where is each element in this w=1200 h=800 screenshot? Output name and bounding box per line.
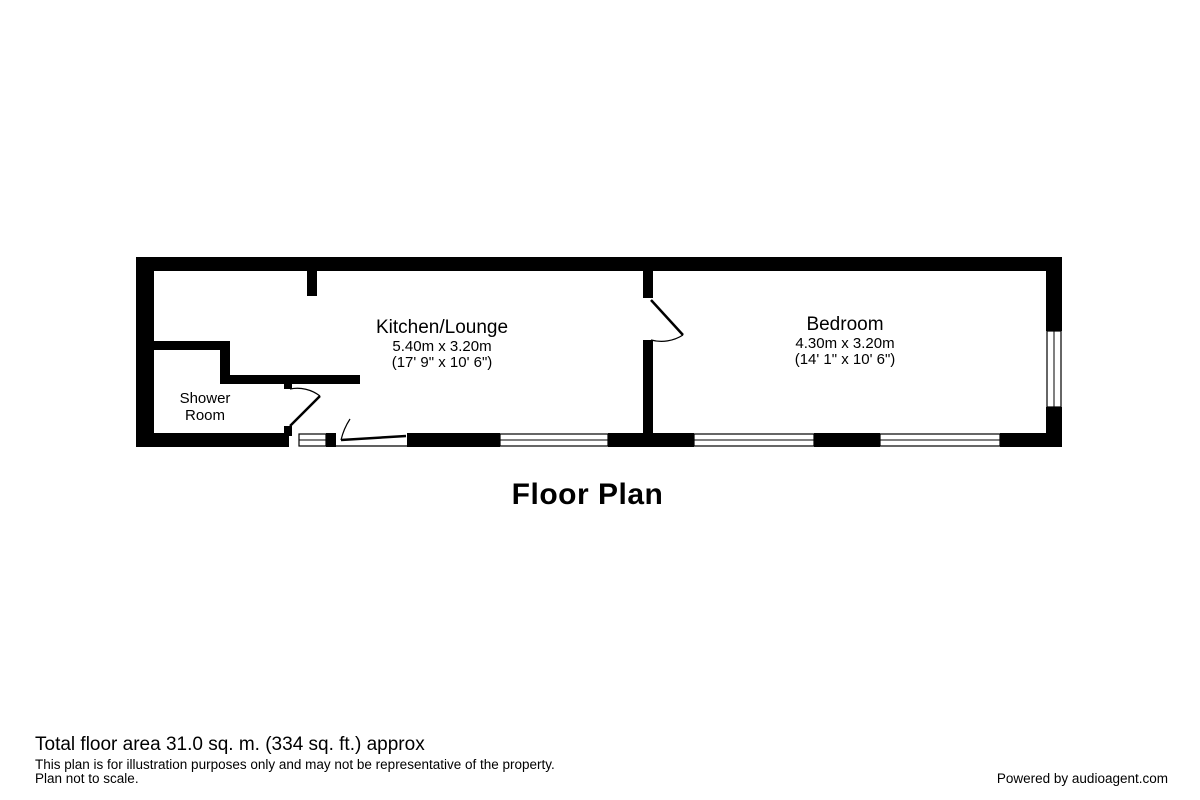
partition-wall-lower <box>643 340 653 435</box>
disclaimer: This plan is for illustration purposes o… <box>35 757 555 787</box>
bedroom-door <box>650 299 684 342</box>
bottom-wall-seg-3 <box>608 433 694 447</box>
bottom-wall-seg-4 <box>814 433 880 447</box>
room-label-shower-room: Shower Room <box>160 390 250 425</box>
room-name: Kitchen/Lounge <box>375 317 509 338</box>
total-floor-area: Total floor area 31.0 sq. m. (334 sq. ft… <box>35 734 425 755</box>
shower-wall-jamb-bottom <box>284 426 292 436</box>
room-imperial-dimensions: (14' 1" x 10' 6") <box>794 351 896 369</box>
disclaimer-line2: Plan not to scale. <box>35 771 139 787</box>
shower-wall-top <box>154 341 228 350</box>
outer-wall-right-upper <box>1046 257 1062 331</box>
bottom-wall-seg-5 <box>1000 433 1062 447</box>
room-metric-dimensions: 4.30m x 3.20m <box>795 334 895 352</box>
bottom-wall-seg-2 <box>407 433 500 447</box>
room-metric-dimensions: 5.40m x 3.20m <box>392 337 492 355</box>
plan-title: Floor Plan <box>511 478 664 511</box>
outer-wall-left <box>136 257 154 447</box>
partition-wall-upper <box>643 271 653 298</box>
window-shower <box>298 433 327 447</box>
room-label-kitchen-lounge: Kitchen/Lounge 5.40m x 3.20m (17' 9" x 1… <box>322 317 562 372</box>
room-imperial-dimensions: (17' 9" x 10' 6") <box>391 354 493 372</box>
shower-wall-jamb-top <box>284 375 292 389</box>
window-right <box>1046 330 1062 408</box>
disclaimer-line1: This plan is for illustration purposes o… <box>35 757 555 772</box>
internal-stub-wall <box>307 271 317 296</box>
powered-by-credit: Powered by audioagent.com <box>996 771 1168 786</box>
entrance-door <box>336 418 407 447</box>
room-label-bedroom: Bedroom 4.30m x 3.20m (14' 1" x 10' 6") <box>725 314 965 369</box>
window-bottom-3 <box>879 433 1001 447</box>
room-name-line1: Shower <box>179 390 231 407</box>
outer-wall-top <box>136 257 1062 271</box>
room-name-line2: Room <box>184 407 225 425</box>
room-name: Bedroom <box>806 314 884 335</box>
bottom-wall-pier <box>326 433 336 447</box>
window-bottom-2 <box>693 433 815 447</box>
bottom-wall-seg-1 <box>136 433 289 447</box>
shower-door <box>289 387 321 427</box>
window-bottom-1 <box>499 433 609 447</box>
shower-wall-vertical <box>220 341 230 383</box>
